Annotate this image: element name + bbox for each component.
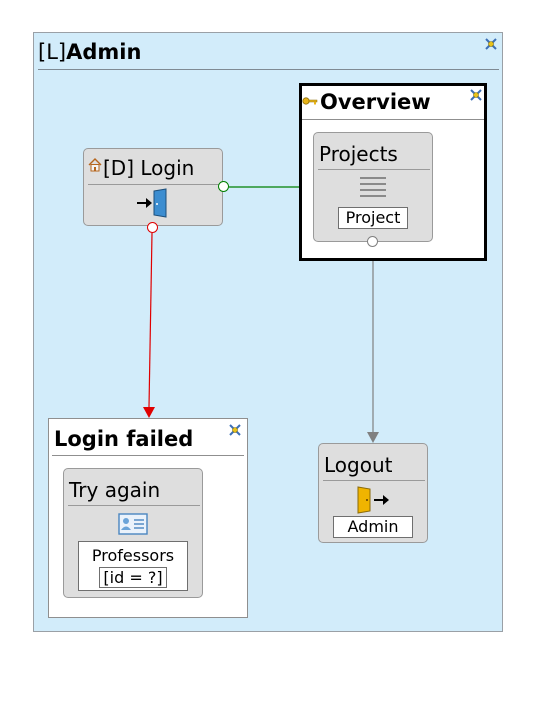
- try-again-entity-label: Professors [id = ?]: [78, 541, 188, 591]
- flow-projects-logout-arrowhead: [367, 432, 379, 443]
- close-pin-icon[interactable]: [484, 37, 498, 51]
- list-icon: [360, 177, 386, 197]
- projects-unit-divider: [318, 169, 430, 170]
- login-failed-page-divider: [52, 455, 244, 456]
- try-again-unit-title: Try again: [69, 478, 161, 502]
- login-unit-name: Login: [140, 156, 195, 180]
- try-again-unit-divider: [68, 505, 200, 506]
- login-door-icon: [137, 188, 167, 218]
- login-unit-divider: [88, 184, 220, 185]
- logout-unit-divider: [323, 480, 425, 481]
- login-unit[interactable]: [83, 148, 223, 226]
- area-title: [L]Admin: [38, 40, 141, 64]
- try-again-condition: [id = ?]: [99, 567, 167, 588]
- projects-entity-label: Project: [338, 207, 408, 229]
- logout-entity-label: Admin: [333, 516, 413, 538]
- logout-unit-title: Logout: [324, 453, 393, 477]
- area-prefix: [L]: [38, 40, 67, 64]
- close-pin-icon[interactable]: [469, 88, 483, 102]
- area-divider: [38, 69, 499, 70]
- ko-port-login[interactable]: [147, 222, 158, 233]
- close-pin-icon[interactable]: [228, 423, 242, 437]
- ko-link-login-failed: [148, 232, 153, 408]
- overview-page-title: Overview: [320, 90, 431, 114]
- landmark-key-icon: [302, 97, 318, 105]
- area-name: Admin: [66, 40, 142, 64]
- projects-unit-title: Projects: [319, 142, 398, 166]
- logout-door-icon: [357, 486, 389, 514]
- data-card-icon: [118, 513, 148, 535]
- try-again-entity-name: Professors: [91, 546, 175, 565]
- ko-link-arrowhead: [143, 407, 155, 418]
- login-unit-prefix: [D]: [103, 156, 135, 180]
- login-unit-title: [D] Login: [103, 156, 194, 180]
- home-icon: [88, 158, 102, 172]
- overview-page-divider: [302, 119, 484, 120]
- login-failed-page-title: Login failed: [54, 427, 194, 451]
- ok-port-login[interactable]: [218, 181, 229, 192]
- port-projects[interactable]: [367, 236, 378, 247]
